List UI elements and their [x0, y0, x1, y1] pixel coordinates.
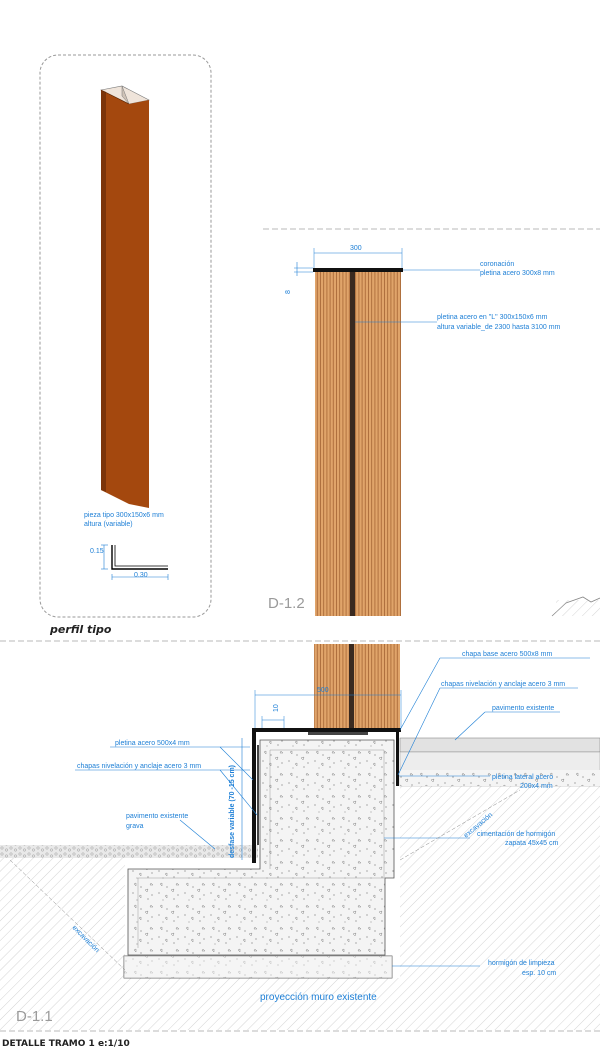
profile-caption: perfil tipo: [49, 623, 112, 636]
corten-angle-piece: [100, 85, 150, 508]
elevation-sheet-id: D-1.2: [268, 595, 305, 612]
chapa-base-label: chapa base acero 500x8 mm: [462, 651, 552, 658]
soil-hatch-left: [0, 857, 125, 1030]
excavation-line-left: [9, 859, 126, 971]
pletina-500-label: pletina acero 500x4 mm: [115, 740, 190, 747]
profile-panel: pieza tipo 300x150x6 mm altura (variable…: [39, 54, 212, 636]
coronacion-plate: [313, 268, 403, 272]
dim-8: 8: [285, 290, 292, 294]
detail-title: DETALLE TRAMO 1 e:1/10: [2, 1039, 130, 1049]
chapas-niv-right-label: chapas nivelación y anclaje acero 3 mm: [441, 681, 565, 688]
ciment-label-1: cimentación de hormigón: [477, 831, 555, 838]
footing-inner-line: [137, 749, 385, 948]
section-sheet-id: D-1.1: [16, 1008, 53, 1025]
pletina-500-leader: [219, 746, 254, 781]
dim-300-line: [313, 248, 403, 268]
pavement-right: [399, 737, 600, 753]
pav-right-leader: [454, 711, 486, 741]
side-plate-left: [252, 728, 256, 863]
profile-panel-frame: [39, 54, 212, 618]
ciment-label-2: zapata 45x45 cm: [505, 840, 558, 847]
piece-label-line2: altura (variable): [84, 521, 133, 528]
post-center-joint: [350, 270, 355, 616]
pletina-lat-label-2: 200x4 mm: [520, 783, 553, 790]
chapas-niv-left-leader: [219, 769, 258, 816]
concrete-footing: [127, 739, 395, 956]
piece-label-line1: pieza tipo 300x150x6 mm: [84, 512, 164, 519]
pav-right-label: pavimento existente: [492, 705, 554, 712]
pav-left-label-1: pavimento existente: [126, 813, 188, 820]
dim-030: 0.30: [134, 572, 148, 579]
pletina-label-1: pletina acero en "L" 300x150x6 mm: [437, 314, 548, 321]
dim-500-line: [254, 690, 402, 728]
dim-8-line: [294, 262, 313, 276]
excavation-line-right: [399, 789, 521, 861]
post-joint-section: [349, 644, 354, 728]
proyeccion-label: proyección muro existente: [260, 992, 377, 1003]
soil-hatch-right: [400, 786, 600, 1030]
elevation-view: 300 8 coronación pletina acero 300x8 mm …: [263, 228, 600, 617]
rock-hatch-elevation: [556, 600, 600, 616]
pav-left-label-2: grava: [126, 823, 144, 830]
chapas-niv-left-label: chapas nivelación y anclaje acero 3 mm: [77, 763, 201, 770]
leveling-plate-left: [257, 745, 259, 845]
wood-post-section: [314, 644, 400, 728]
wood-post-elevation: [315, 270, 401, 616]
hormigon-label-1: hormigón de limpieza: [488, 960, 555, 967]
angle-section-sketch: [101, 544, 169, 580]
pletina-lat-label-1: pletina lateral acero: [492, 774, 553, 781]
coronacion-label-2: pletina acero 300x8 mm: [480, 270, 555, 277]
dim-015: 0.15: [90, 548, 104, 555]
dim-10: 10: [273, 704, 280, 712]
section-view: 500 10 desfase variable (70 -15 cm) chap…: [0, 644, 600, 1049]
gravel-layer-left: [0, 845, 258, 858]
chapa-base-leader: [399, 657, 441, 731]
hormigon-label-2: esp. 10 cm: [522, 970, 556, 977]
lean-concrete-dots: [124, 956, 392, 978]
pavement-base-dots: [400, 770, 600, 786]
dim-500: 500: [317, 687, 329, 694]
soil-hatch-under: [120, 978, 400, 1030]
dim-10-line: [261, 716, 285, 728]
side-plate-right: [396, 728, 399, 786]
pav-left-leader: [179, 819, 216, 850]
chapas-niv-right-leader: [397, 687, 441, 776]
dim-300: 300: [350, 245, 362, 252]
coronacion-label-1: coronación: [480, 261, 514, 268]
base-plate: [255, 728, 401, 732]
desfase-label: desfase variable (70 -15 cm): [229, 765, 236, 858]
pletina-label-2: altura variable_de 2300 hasta 3100 mm: [437, 324, 561, 331]
leveling-plate-top: [308, 732, 368, 735]
